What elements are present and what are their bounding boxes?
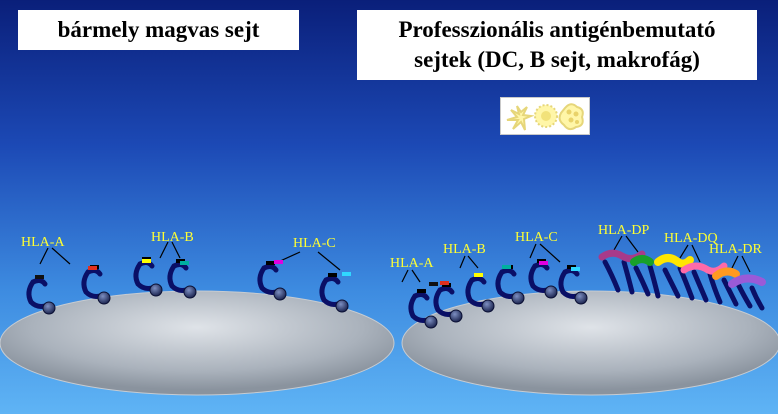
label-hla-c-left: HLA-C xyxy=(293,236,336,251)
cell-types-image xyxy=(500,97,590,135)
macrophage-icon xyxy=(558,103,584,131)
hla-class1-molecules-left xyxy=(29,257,351,314)
label-hla-dr: HLA-DR xyxy=(709,242,762,257)
right-panel-title: Professzionális antigénbemutató sejtek (… xyxy=(357,10,757,80)
label-hla-dp: HLA-DP xyxy=(598,223,650,238)
label-hla-a-left: HLA-A xyxy=(21,235,65,250)
label-pointer-lines xyxy=(39,235,751,283)
right-title-line-1: Professzionális antigénbemutató xyxy=(398,17,716,42)
label-hla-dq: HLA-DQ xyxy=(664,231,718,246)
hla-class1-molecules-right xyxy=(411,259,587,328)
dendritic-cell-icon xyxy=(506,105,535,131)
nucleated-cell-surface xyxy=(0,290,395,396)
label-hla-b-right: HLA-B xyxy=(443,242,486,257)
label-hla-b-left: HLA-B xyxy=(151,230,194,245)
left-panel-title: bármely magvas sejt xyxy=(18,10,299,50)
right-title-line-2: sejtek (DC, B sejt, makrofág) xyxy=(414,47,700,72)
b-cell-icon xyxy=(534,104,558,128)
class2-peptides xyxy=(598,249,766,288)
label-hla-a-right: HLA-A xyxy=(390,256,434,271)
apc-cell-surface xyxy=(401,290,778,396)
label-hla-c-right: HLA-C xyxy=(515,230,558,245)
